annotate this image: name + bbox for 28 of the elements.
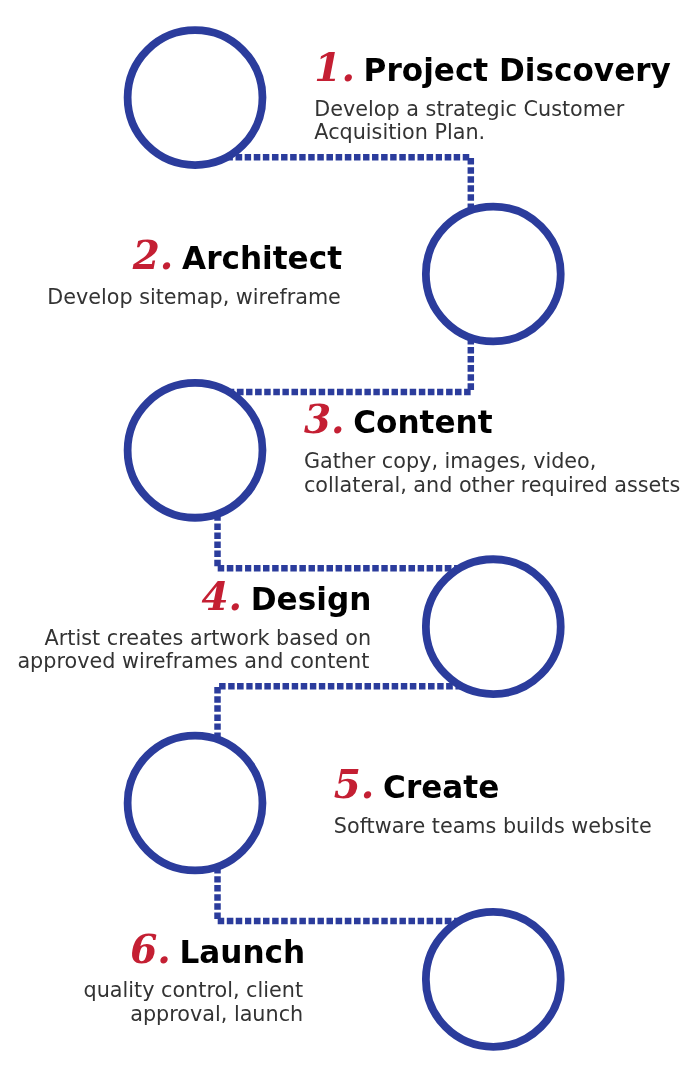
node-label: Develop a strategic Customer Acquisition Plan. — [314, 96, 625, 144]
node-label: Gather copy, images, video, collateral, and other required assets — [303, 448, 681, 497]
node-label: Software teams builds website — [333, 813, 652, 838]
node-label: Project Discovery — [363, 51, 671, 88]
node-label: Design — [250, 580, 372, 617]
node-label: Artist creates artwork based on approved wireframes and content — [17, 625, 372, 673]
node-circle — [421, 907, 565, 1051]
node-label: Launch — [179, 933, 306, 970]
node-label: 6. — [130, 925, 171, 972]
node-label: Content — [353, 403, 493, 440]
node-label: 5. — [333, 760, 375, 807]
node-label: Create — [383, 768, 500, 805]
node-label: 3. — [303, 395, 345, 442]
node-circle — [123, 378, 267, 522]
node-circle — [421, 554, 565, 698]
node-circle — [421, 202, 565, 345]
node-label: Architect — [182, 239, 343, 276]
node-circle — [123, 731, 267, 874]
connector — [226, 153, 475, 210]
connector — [214, 682, 462, 739]
node-label: quality control, client approval, launch — [83, 977, 304, 1026]
node-label: 1. — [314, 43, 355, 90]
node-label: 4. — [201, 572, 243, 619]
node-circle — [123, 25, 267, 169]
node-label: Develop sitemap, wireframe — [47, 284, 341, 309]
connector — [228, 337, 475, 395]
node-label: 2. — [132, 231, 174, 278]
connector — [214, 866, 460, 924]
